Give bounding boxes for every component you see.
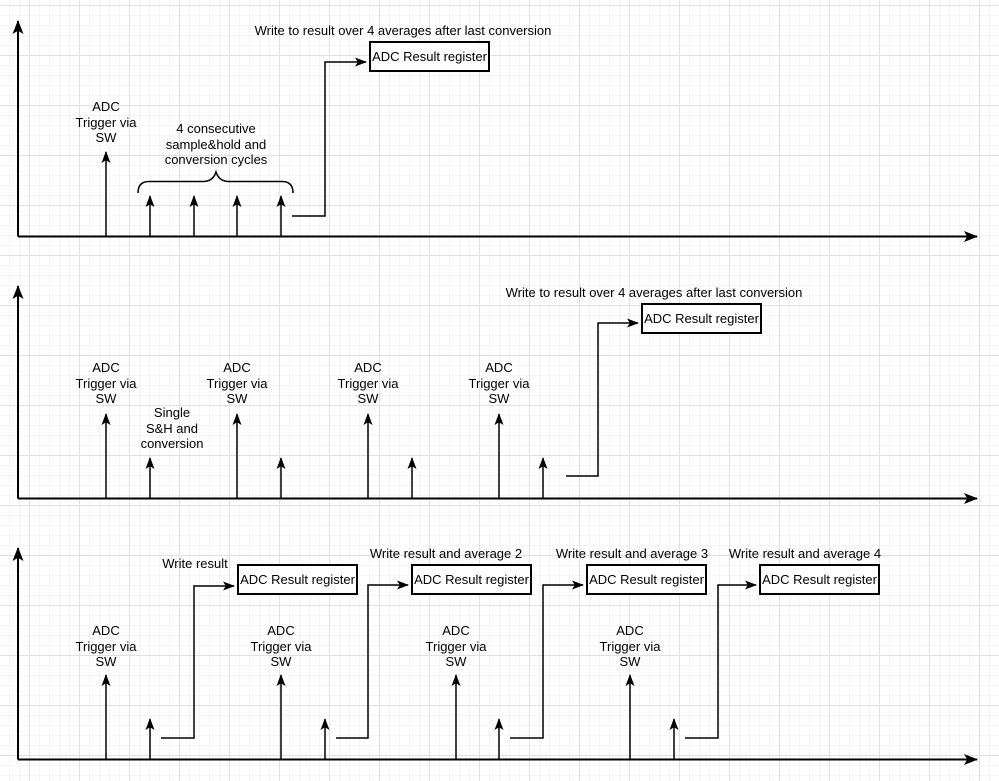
elbow-connector-arrow: [292, 57, 367, 217]
elbow-connector-arrow: [685, 580, 757, 739]
elbow-connector-arrow: [566, 318, 639, 477]
register-box-label: ADC Result register: [414, 572, 529, 587]
register-box: ADC Result register: [641, 303, 762, 334]
write-annotation: Write to result over 4 averages after la…: [254, 23, 552, 38]
elbow-connector-arrow: [336, 580, 409, 739]
adc-trigger-label: ADC Trigger via SW: [250, 622, 312, 669]
register-box: ADC Result register: [237, 564, 358, 595]
adc-trigger-label: ADC Trigger via SW: [468, 359, 530, 406]
write-annotation: Write result and average 4: [728, 546, 882, 561]
adc-trigger-label: ADC Trigger via SW: [75, 359, 137, 406]
panel-top-lines: [12, 20, 978, 242]
register-box: ADC Result register: [759, 564, 880, 595]
register-box: ADC Result register: [411, 564, 532, 595]
register-box-label: ADC Result register: [240, 572, 355, 587]
register-box: ADC Result register: [369, 41, 490, 72]
write-annotation: Write result: [162, 556, 228, 571]
register-box-label: ADC Result register: [372, 49, 487, 64]
register-box-label: ADC Result register: [589, 572, 704, 587]
write-annotation: Write result and average 2: [369, 546, 523, 561]
cycles-brace-label: 4 consecutive sample&hold and conversion…: [164, 120, 268, 167]
adc-trigger-label: ADC Trigger via SW: [75, 98, 137, 145]
write-annotation: Write to result over 4 averages after la…: [505, 285, 803, 300]
register-box: ADC Result register: [586, 564, 707, 595]
adc-trigger-label: ADC Trigger via SW: [337, 359, 399, 406]
single-conversion-label: Single S&H and conversion: [140, 404, 204, 451]
write-annotation: Write result and average 3: [555, 546, 709, 561]
adc-trigger-label: ADC Trigger via SW: [599, 622, 661, 669]
curly-brace: [137, 169, 294, 194]
elbow-connector-arrow: [510, 580, 584, 739]
register-box-label: ADC Result register: [762, 572, 877, 587]
adc-trigger-label: ADC Trigger via SW: [425, 622, 487, 669]
register-box-label: ADC Result register: [644, 311, 759, 326]
elbow-connector-arrow: [161, 581, 235, 739]
panel-middle-lines: [12, 285, 978, 504]
adc-trigger-label: ADC Trigger via SW: [75, 622, 137, 669]
panel-bottom-lines: [12, 547, 978, 765]
adc-trigger-label: ADC Trigger via SW: [206, 359, 268, 406]
